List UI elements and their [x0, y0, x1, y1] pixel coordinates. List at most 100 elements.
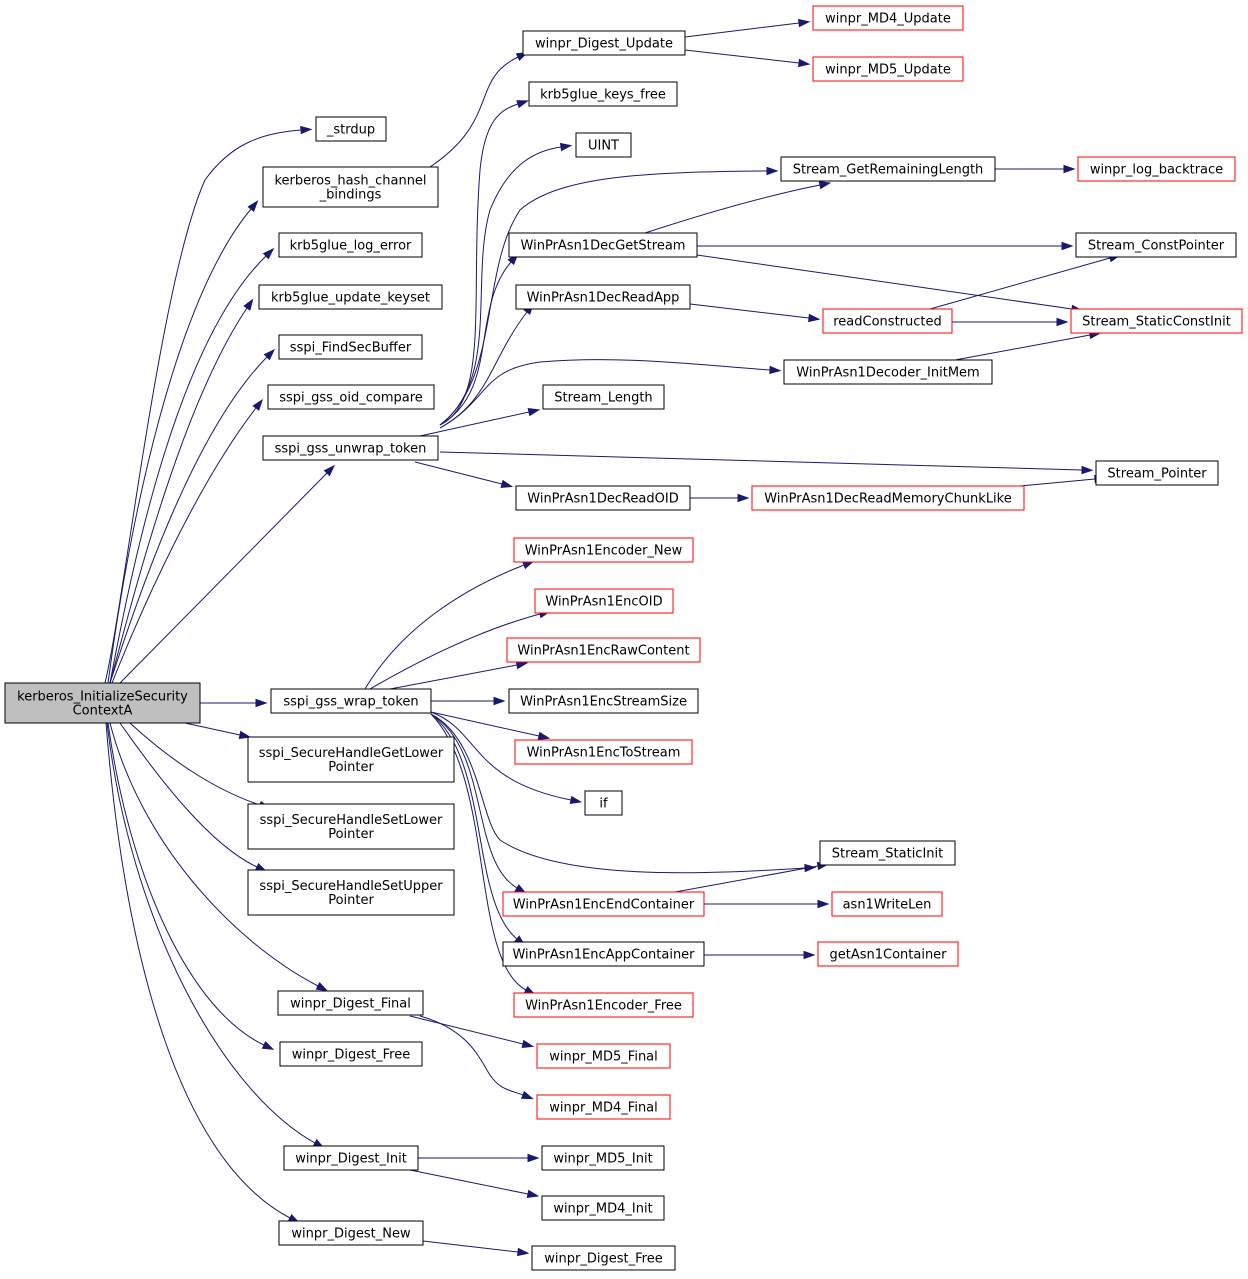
node-dec-read-oid[interactable]: WinPrAsn1DecReadOID — [515, 485, 691, 511]
call-edge-to-md4_init — [409, 1169, 540, 1198]
call-edge-to-stream_pointer — [1019, 474, 1107, 487]
node-get-remaining[interactable]: Stream_GetRemainingLength — [780, 156, 996, 182]
node-box — [515, 284, 691, 310]
node-digest-final[interactable]: winpr_Digest_Final — [277, 990, 424, 1016]
node-box — [534, 588, 674, 614]
node-box — [262, 166, 439, 208]
call-edge-to-get_lower — [184, 722, 252, 739]
call-edge-to-enc_raw — [389, 661, 529, 690]
node-update-keyset[interactable]: krb5glue_update_keyset — [258, 284, 443, 310]
node-label: krb5glue_log_error — [290, 239, 412, 254]
node-static-const-init[interactable]: Stream_StaticConstInit — [1070, 308, 1243, 334]
call-edge-to-md5_update — [684, 49, 811, 68]
node-label: WinPrAsn1EncOID — [545, 595, 662, 610]
node-box — [541, 1195, 665, 1221]
node-const-pointer[interactable]: Stream_ConstPointer — [1075, 232, 1237, 258]
node-enc-app-container[interactable]: WinPrAsn1EncAppContainer — [502, 941, 705, 967]
node-enc-to-stream[interactable]: WinPrAsn1EncToStream — [514, 739, 693, 765]
node-label: winpr_log_backtrace — [1090, 163, 1223, 178]
node-label: WinPrAsn1EncRawContent — [517, 644, 689, 659]
node-box — [513, 537, 694, 563]
call-edge-to-enc_stream_size — [431, 696, 506, 706]
node-keys-free[interactable]: krb5glue_keys_free — [528, 81, 678, 107]
node-digest-update[interactable]: winpr_Digest_Update — [522, 30, 686, 56]
node-box — [541, 1145, 665, 1171]
node-md5-final[interactable]: winpr_MD5_Final — [536, 1043, 671, 1069]
node-enc-raw[interactable]: WinPrAsn1EncRawContent — [506, 637, 701, 663]
call-edge-to-enc_to_stream — [430, 711, 551, 740]
node-md5-init[interactable]: winpr_MD5_Init — [541, 1145, 665, 1171]
node-box — [831, 891, 943, 917]
node-label: WinPrAsn1EncAppContainer — [512, 948, 695, 963]
node-stream-pointer[interactable]: Stream_Pointer — [1095, 460, 1219, 486]
call-edge-to-log_error — [109, 247, 275, 684]
node-box — [508, 688, 699, 714]
node-decoder-init-mem[interactable]: WinPrAsn1Decoder_InitMem — [783, 359, 993, 385]
node-label: sspi_gss_wrap_token — [283, 695, 418, 710]
node-digest-free[interactable]: winpr_Digest_Free — [279, 1041, 423, 1067]
node-digest-new[interactable]: winpr_Digest_New — [278, 1220, 424, 1246]
call-edge-to-static_const_init — [952, 317, 1069, 327]
call-edge-to-decoder_init_mem — [439, 359, 782, 429]
call-edge-to-digest_init — [106, 722, 326, 1149]
node-asn1-write-len[interactable]: asn1WriteLen — [831, 891, 943, 917]
node-label: WinPrAsn1EncEndContainer — [513, 898, 695, 913]
node-get-asn1-container[interactable]: getAsn1Container — [817, 941, 959, 967]
node-enc-end-container[interactable]: WinPrAsn1EncEndContainer — [502, 891, 705, 917]
node-unwrap-token[interactable]: sspi_gss_unwrap_token — [262, 435, 439, 461]
node-uint[interactable]: UINT — [575, 132, 632, 158]
node-md5-update[interactable]: winpr_MD5_Update — [812, 56, 964, 82]
node-md4-init[interactable]: winpr_MD4_Init — [541, 1195, 665, 1221]
node-label: sspi_gss_oid_compare — [279, 391, 423, 406]
node-dec-get-stream[interactable]: WinPrAsn1DecGetStream — [508, 232, 698, 258]
node-label: winpr_MD5_Init — [553, 1152, 652, 1167]
call-edge-to-md5_init — [417, 1153, 540, 1163]
node-dec-read-app[interactable]: WinPrAsn1DecReadApp — [515, 284, 691, 310]
node-find-sec-buffer[interactable]: sspi_FindSecBuffer — [278, 334, 423, 360]
node-log-error[interactable]: krb5glue_log_error — [278, 232, 423, 258]
node-strdup[interactable]: _strdup — [315, 116, 387, 142]
node-read-constructed[interactable]: readConstructed — [822, 308, 953, 334]
node-if[interactable]: if — [584, 790, 623, 816]
node-read-mem-chunk[interactable]: WinPrAsn1DecReadMemoryChunkLike — [751, 485, 1025, 511]
node-label: winpr_Digest_Init — [295, 1152, 407, 1167]
node-box — [267, 384, 435, 410]
node-label: Pointer — [328, 760, 374, 775]
node-box — [514, 739, 693, 765]
node-box — [528, 81, 678, 107]
node-box — [4, 682, 201, 724]
node-box — [315, 116, 387, 142]
node-digest-init[interactable]: winpr_Digest_Init — [283, 1145, 419, 1171]
node-box — [536, 1094, 671, 1120]
node-stream-length[interactable]: Stream_Length — [542, 384, 665, 410]
node-enc-stream-size[interactable]: WinPrAsn1EncStreamSize — [508, 688, 699, 714]
node-box — [278, 334, 423, 360]
node-label: WinPrAsn1EncToStream — [527, 746, 681, 761]
node-label: _bindings — [319, 188, 382, 203]
node-box — [506, 637, 701, 663]
node-oid-compare[interactable]: sspi_gss_oid_compare — [267, 384, 435, 410]
node-log-backtrace[interactable]: winpr_log_backtrace — [1077, 156, 1236, 182]
call-edge-to-log_backtrace — [995, 164, 1076, 174]
node-enc-new[interactable]: WinPrAsn1Encoder_New — [513, 537, 694, 563]
node-enc-oid[interactable]: WinPrAsn1EncOID — [534, 588, 674, 614]
node-box — [283, 1145, 419, 1171]
call-edge-to-read_mem_chunk — [690, 493, 750, 503]
call-edge-to-get_remaining — [439, 166, 779, 426]
node-label: _strdup — [326, 123, 375, 138]
node-box — [812, 56, 964, 82]
call-edge-to-digest_free2 — [422, 1240, 530, 1257]
node-digest-free2[interactable]: winpr_Digest_Free — [531, 1245, 676, 1271]
node-hash-cb[interactable]: kerberos_hash_channel_bindings — [262, 166, 439, 208]
node-md4-final[interactable]: winpr_MD4_Final — [536, 1094, 671, 1120]
node-md4-update[interactable]: winpr_MD4_Update — [812, 5, 964, 31]
node-label: Stream_StaticConstInit — [1082, 315, 1231, 330]
node-label: kerberos_hash_channel — [274, 174, 426, 189]
node-enc-free[interactable]: WinPrAsn1Encoder_Free — [513, 992, 694, 1018]
node-wrap-token[interactable]: sspi_gss_wrap_token — [270, 688, 432, 714]
node-stream-static-init[interactable]: Stream_StaticInit — [819, 840, 956, 866]
